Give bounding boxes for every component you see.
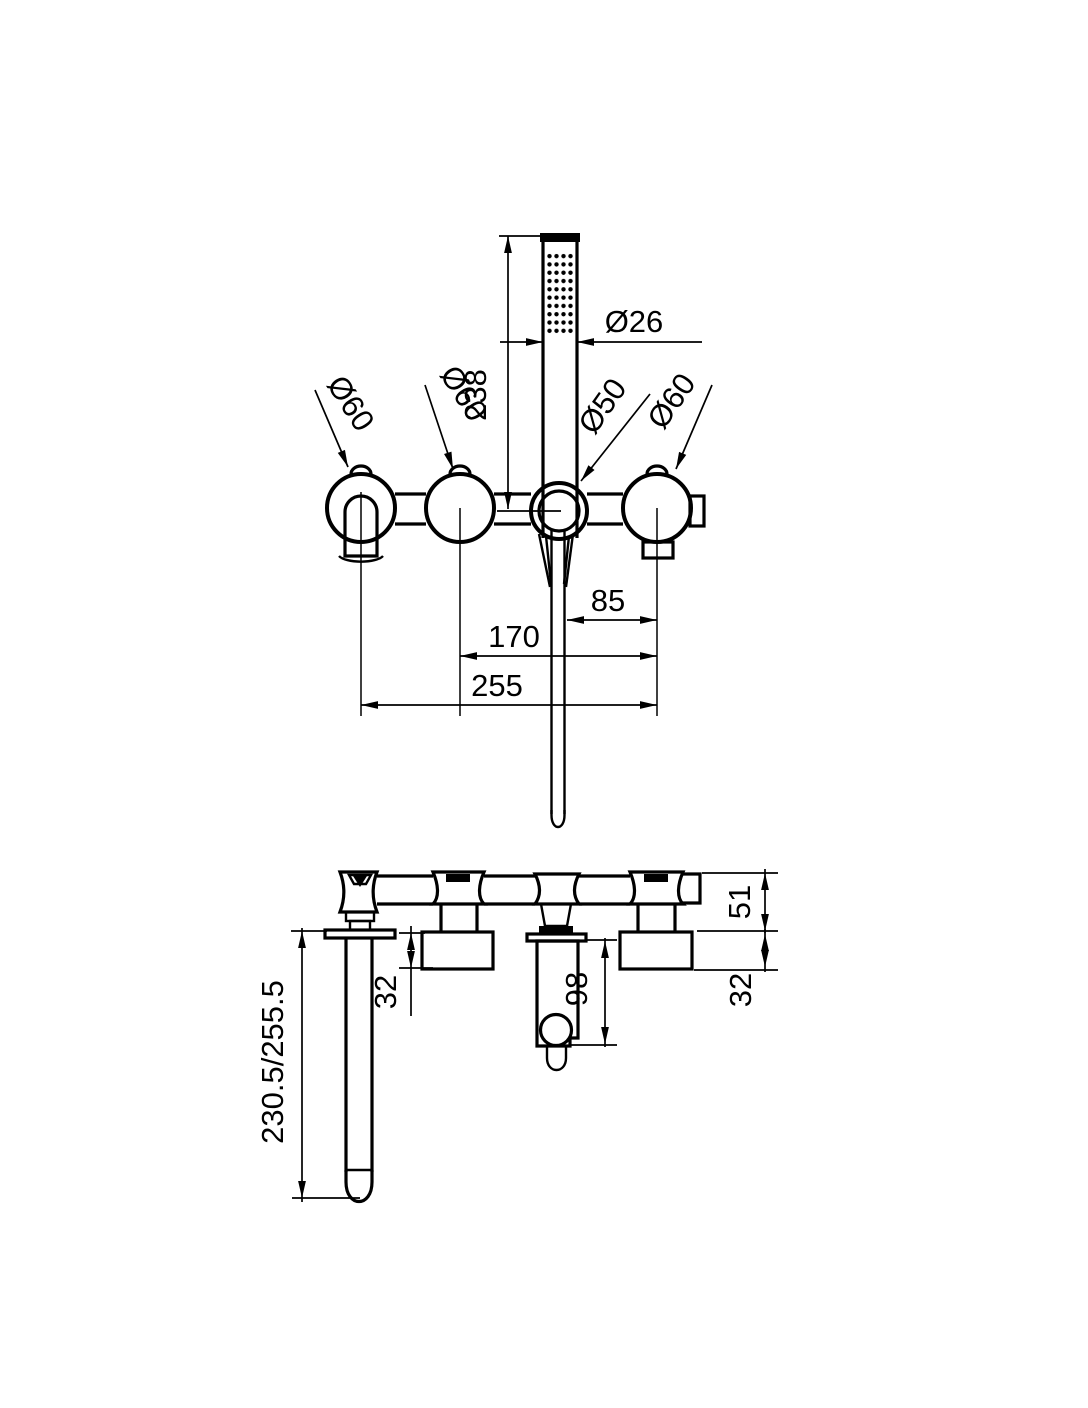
dim-238-text: 238 <box>458 369 493 421</box>
dim-255-text: 255 <box>471 668 523 703</box>
mounting-tab <box>349 464 373 475</box>
bar-right-end <box>683 872 702 905</box>
dimension-255: 255 <box>361 668 657 709</box>
spout-flange <box>323 928 397 940</box>
dimension-diameter-26: Ø26 <box>500 304 702 346</box>
left-handle-body <box>420 930 495 971</box>
dim-98-text: 98 <box>559 972 594 1006</box>
dim-170-text: 170 <box>488 619 540 654</box>
side-holder <box>525 872 588 1072</box>
dim-32-left-text: 32 <box>368 975 403 1009</box>
dimension-32-left: 32 <box>368 926 433 1016</box>
side-view: 230.5/255.5 32 98 51 <box>255 869 778 1203</box>
right-handle-body <box>618 930 694 971</box>
side-left-handle <box>420 870 495 971</box>
dimension-85: 85 <box>567 583 657 624</box>
dim-d26-text: Ø26 <box>605 304 664 339</box>
side-spout <box>323 870 397 1203</box>
shower-face-dots <box>546 251 574 334</box>
mounting-tab <box>645 464 669 475</box>
shower-hose <box>537 530 575 829</box>
side-bar <box>377 872 702 906</box>
handshower-head-side <box>538 1012 574 1048</box>
centerlines <box>360 492 658 716</box>
dimension-238: 238 <box>458 235 561 512</box>
dimension-170: 170 <box>460 619 657 660</box>
dimension-98: 98 <box>559 938 617 1047</box>
mounting-tab <box>448 464 472 475</box>
dimension-spout-reach: 230.5/255.5 <box>255 928 360 1202</box>
hose-end <box>550 810 566 829</box>
side-right-handle <box>618 870 694 971</box>
dim-32-right-text: 32 <box>723 973 758 1007</box>
dim-spout-reach-text: 230.5/255.5 <box>255 980 290 1144</box>
side-tab <box>688 494 706 528</box>
wall-bar <box>395 492 623 526</box>
handshower-tip-side <box>545 1046 568 1072</box>
hand-shower-cap <box>540 233 580 242</box>
dimension-51: 51 <box>697 869 778 933</box>
bottom-tab <box>641 540 675 560</box>
dimension-32-right: 32 <box>694 929 778 1007</box>
dim-51-text: 51 <box>722 885 757 919</box>
spout-tip <box>344 1170 374 1203</box>
dim-85-text: 85 <box>591 583 625 618</box>
